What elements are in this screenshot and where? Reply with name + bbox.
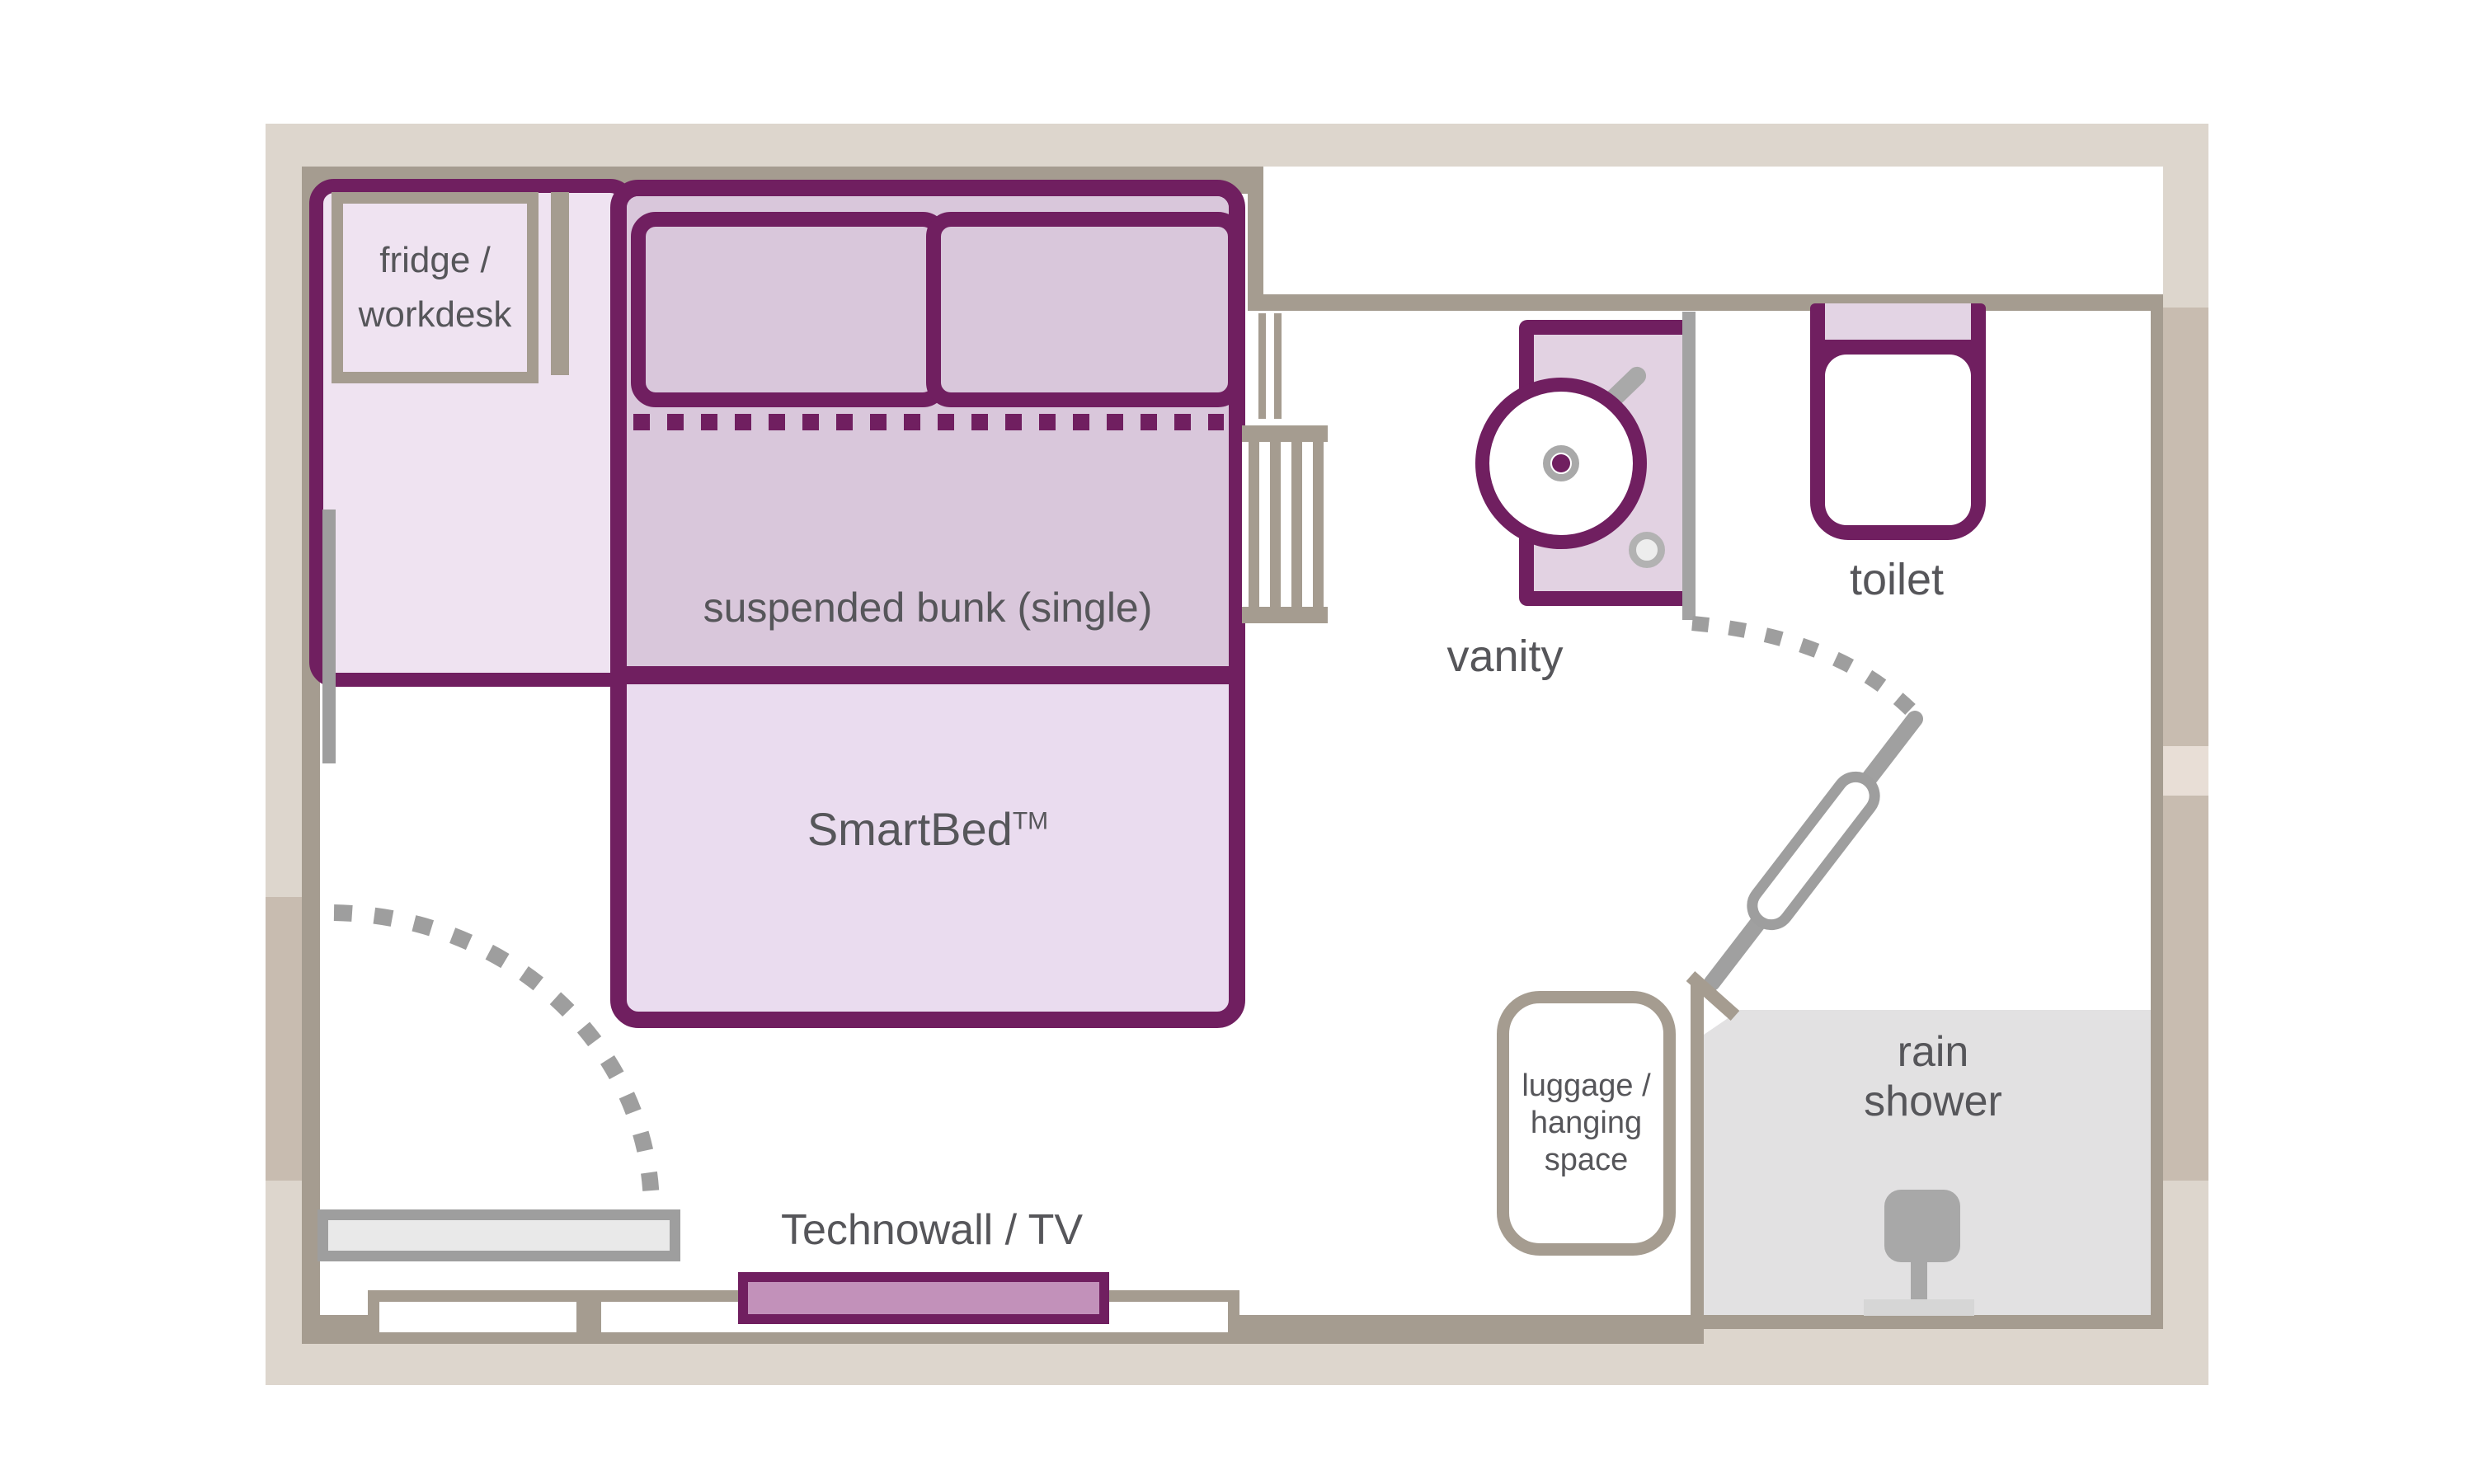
- luggage-label-line3: space: [1544, 1143, 1629, 1177]
- pillow-left: [631, 212, 948, 407]
- bathroom-door-leaf: [1747, 771, 1880, 931]
- fridge-workdesk-label: fridge / workdesk: [332, 192, 539, 383]
- mirror-strip: [322, 510, 336, 763]
- rain-shower-line2: shower: [1864, 1078, 2002, 1125]
- smartbed: suspended bunk (single) SmartBedTM: [610, 180, 1245, 1028]
- toilet-tank-fill: [1825, 303, 1971, 340]
- smartbed-label: SmartBedTM: [627, 802, 1229, 856]
- fridge-side-divider: [551, 192, 569, 375]
- frame-left: [266, 124, 302, 1385]
- bunk-ladder-icon: [1242, 425, 1328, 623]
- shower-head-icon: [1884, 1190, 1960, 1262]
- bunk-bottom-edge: [627, 666, 1229, 684]
- pillow-right: [926, 212, 1229, 407]
- smartbed-name: SmartBed: [807, 803, 1013, 855]
- shower-drain-base: [1864, 1299, 1974, 1316]
- toilet-label: toilet: [1849, 555, 1945, 604]
- rain-shower-label: rain shower: [1809, 1027, 2057, 1126]
- toilet-bowl: [1825, 355, 1971, 525]
- shower-area: [1704, 1010, 2151, 1315]
- ledge-divider: [576, 1290, 601, 1344]
- tv-screen-fill: [748, 1282, 1099, 1314]
- ladder-slat: [1249, 442, 1259, 607]
- entry-door-slab: [317, 1209, 680, 1261]
- wall-top-bathroom: [1248, 294, 2163, 311]
- sink-control-knob: [1629, 532, 1665, 568]
- ladder-slat: [1270, 442, 1281, 607]
- sink-center-ring: [1543, 445, 1579, 481]
- luggage-label-line2: hanging: [1530, 1106, 1643, 1140]
- fridge-label-line2: workdesk: [358, 294, 512, 335]
- frame-left-dark-block: [266, 897, 302, 1181]
- luggage-label-line1: luggage /: [1522, 1068, 1651, 1103]
- suspended-bunk-label: suspended bunk (single): [703, 585, 1153, 631]
- luggage-space: luggage / hanging space: [1497, 991, 1676, 1256]
- vanity-label: vanity: [1446, 632, 1564, 681]
- smartbed-tm: TM: [1012, 807, 1049, 835]
- rain-shower-line1: rain: [1897, 1028, 1969, 1076]
- wall-right-bathroom: [2151, 294, 2163, 1329]
- fridge-label-line1: fridge /: [379, 240, 491, 280]
- bunk-dotted-line: [633, 414, 1224, 430]
- bathroom-door-swing-arc: [1691, 616, 1921, 720]
- ladder-slat: [1291, 442, 1302, 607]
- fridge-workdesk-box: [332, 192, 539, 383]
- wall-return-bed-right: [1248, 167, 1263, 311]
- frame-right-notch: [2163, 746, 2208, 796]
- frame-right-dark-block: [2163, 308, 2208, 1181]
- vanity-partition: [1682, 312, 1696, 620]
- vent-track: [1258, 313, 1282, 419]
- shower-stem: [1911, 1261, 1927, 1301]
- wall-shower-left: [1691, 979, 1704, 1329]
- technowall-label: Technowall / TV: [780, 1206, 1084, 1254]
- ladder-slat: [1313, 442, 1324, 607]
- bathroom-door-line: [1704, 711, 1923, 991]
- frame-top: [266, 124, 2208, 167]
- entry-door-swing-arc: [333, 904, 660, 1207]
- sink-center-dot: [1552, 454, 1570, 472]
